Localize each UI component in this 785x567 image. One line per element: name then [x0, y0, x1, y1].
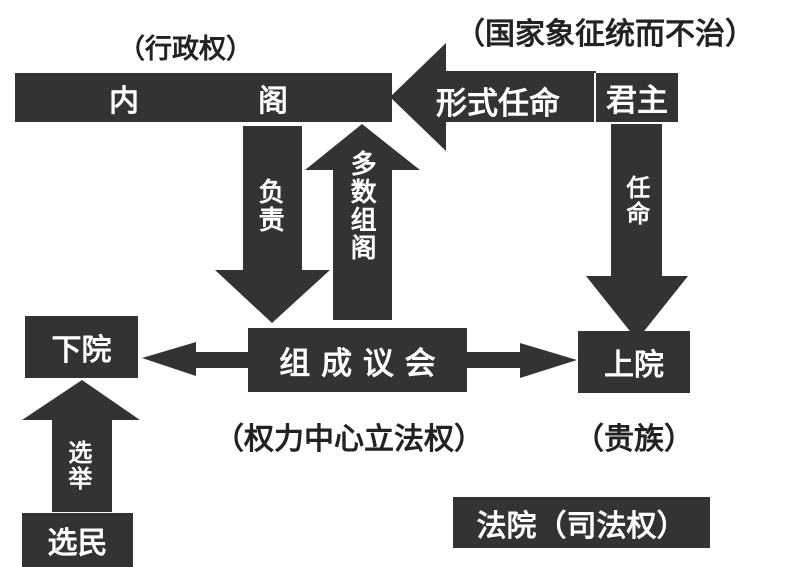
parliament-box: 组 成 议 会 [248, 328, 467, 392]
voters-label: 选民 [47, 526, 108, 561]
cabinet-char-2: 阁 [258, 83, 288, 119]
responsible-arrow [215, 126, 330, 323]
majority-forms-cabinet-label: 多数组阁 [346, 150, 377, 262]
responsible-label: 负责 [254, 178, 285, 234]
upper-house-label: 上院 [604, 348, 664, 383]
upper-house-box: 上院 [578, 331, 690, 393]
majority-forms-cabinet-arrow [305, 124, 420, 320]
cabinet-box: 内 阁 [15, 73, 392, 122]
formal-appointment-label: 形式任命 [436, 86, 560, 122]
monarch-label: 君主 [606, 83, 668, 119]
lower-house-box: 下院 [25, 316, 138, 378]
lower-house-label: 下院 [51, 333, 112, 368]
monarch-annotation: （国家象征统而不治） [455, 17, 755, 52]
upper-house-annotation: （贵族） [574, 422, 694, 457]
parliament-annotation: （权力中心立法权） [214, 422, 484, 457]
to-lower-house-arrow [142, 342, 250, 376]
appoint-label: 任命 [621, 175, 650, 227]
monarch-box: 君主 [594, 73, 678, 122]
to-upper-house-arrow [466, 343, 577, 378]
election-arrow [22, 380, 140, 512]
voters-box: 选民 [22, 513, 133, 567]
formal-appointment-arrow [390, 43, 596, 151]
appoint-arrow [586, 124, 688, 340]
court-box: 法院（司法权） [453, 497, 710, 548]
parliament-label: 组 成 议 会 [279, 345, 436, 382]
cabinet-annotation: （行政权） [118, 34, 253, 65]
cabinet-char-1: 内 [109, 83, 139, 119]
election-label: 选举 [63, 440, 92, 492]
court-label: 法院（司法权） [476, 508, 687, 544]
